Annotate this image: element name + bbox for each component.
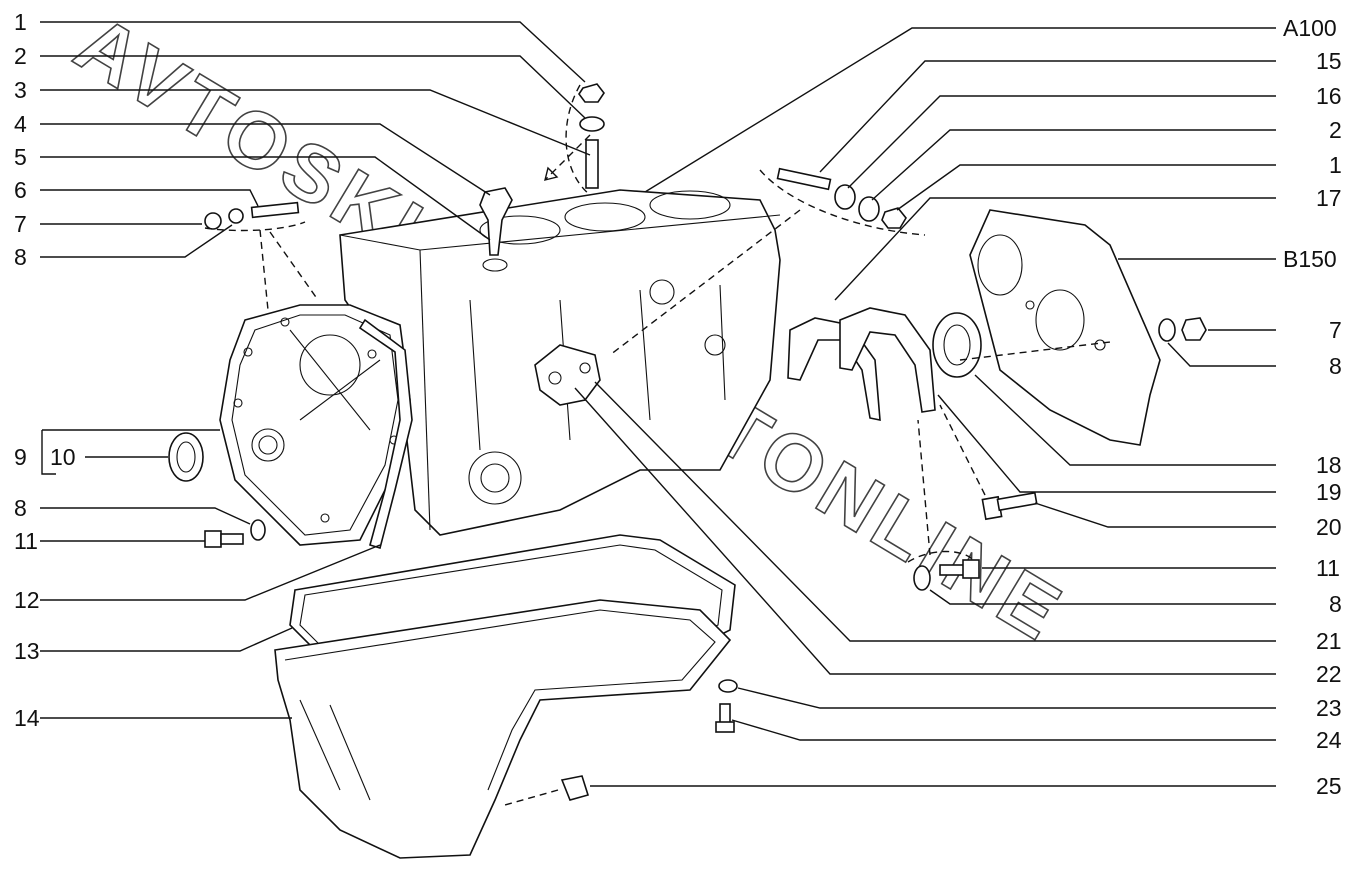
label-8: 8 — [14, 244, 27, 270]
nut-drawing — [578, 83, 605, 103]
label-b150: B150 — [1283, 246, 1337, 272]
washer-drawing — [579, 116, 605, 132]
label-1: 1 — [14, 9, 27, 35]
label-9: 9 — [14, 444, 27, 470]
label-a100: A100 — [1283, 15, 1337, 41]
labels-right: A100 15 16 2 1 17 B150 7 8 18 19 20 11 8… — [1283, 15, 1342, 799]
label-6: 6 — [14, 177, 27, 203]
fasteners — [204, 83, 1207, 801]
bracket-drawing — [534, 344, 601, 406]
labels-left: 1 2 3 4 5 6 7 8 9 10 8 11 12 13 14 — [14, 9, 76, 731]
oil-pan-drawing — [274, 599, 732, 859]
label-21: 21 — [1316, 628, 1342, 654]
label-3: 3 — [14, 77, 27, 103]
seal-drawing — [168, 432, 204, 482]
label-15: 15 — [1316, 48, 1342, 74]
label-25: 25 — [1316, 773, 1342, 799]
label-20: 20 — [1316, 514, 1342, 540]
plug-drawing — [560, 775, 590, 801]
label-14: 14 — [14, 705, 40, 731]
label-8r: 8 — [1329, 353, 1342, 379]
label-8b: 8 — [14, 495, 27, 521]
label-2r: 2 — [1329, 117, 1342, 143]
label-1r: 1 — [1329, 152, 1342, 178]
assembly-arrows — [204, 84, 1111, 806]
timing-cover-drawing — [219, 304, 413, 550]
label-22: 22 — [1316, 661, 1342, 687]
label-12: 12 — [14, 587, 40, 613]
label-8r2: 8 — [1329, 591, 1342, 617]
label-16: 16 — [1316, 83, 1342, 109]
label-7r: 7 — [1329, 317, 1342, 343]
label-11: 11 — [14, 528, 38, 554]
label-17: 17 — [1316, 185, 1342, 211]
cover-plate-drawing — [969, 209, 1161, 446]
label-18: 18 — [1316, 452, 1342, 478]
label-13: 13 — [14, 638, 40, 664]
rear-seal-retainer-drawing — [787, 307, 982, 421]
label-10: 10 — [50, 444, 76, 470]
label-4: 4 — [14, 111, 27, 137]
leader-lines — [40, 21, 1276, 787]
label-11r: 11 — [1316, 555, 1340, 581]
label-5: 5 — [14, 144, 27, 170]
stud-drawing — [585, 139, 599, 189]
label-2: 2 — [14, 43, 27, 69]
label-24: 24 — [1316, 727, 1342, 753]
label-7: 7 — [14, 211, 27, 237]
label-19: 19 — [1316, 479, 1342, 505]
label-23: 23 — [1316, 695, 1342, 721]
